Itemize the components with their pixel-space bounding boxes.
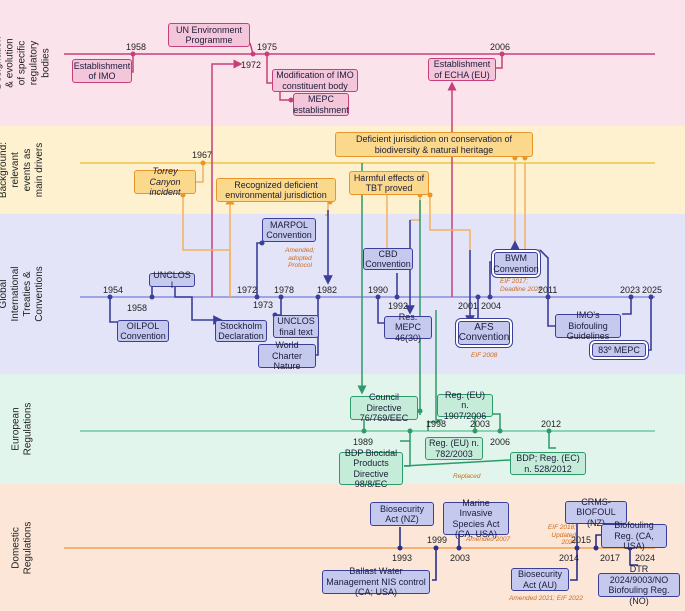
note-biosecurity-au: Amended 2021; EIF 2022: [509, 595, 583, 602]
year-1975-reg: 1975: [257, 42, 278, 52]
note-marpol: Amended; adopted Protocol: [285, 247, 315, 269]
year-2015: 2015: [571, 535, 592, 545]
box-bwm: BWM Convention: [493, 252, 539, 275]
box-stockholm: Stockholm Declaration: [215, 320, 267, 342]
year-2017: 2017: [600, 553, 621, 563]
note-crms: EIF 2018; Updated 2024: [547, 524, 576, 546]
year-1998: 1998: [426, 419, 447, 429]
box-reg-782: Reg. (EU) n. 782/2003: [425, 437, 483, 460]
year-1954: 1954: [103, 285, 124, 295]
year-2004: 2004: [481, 301, 502, 311]
box-unclos-i: UNCLOS I: [149, 270, 195, 290]
box-biodiversity: Deficient jurisdiction on conservation o…: [335, 132, 533, 157]
box-council-directive: Council Directive 76/769/EEC: [350, 392, 418, 423]
year-1978: 1978: [274, 285, 295, 295]
box-afs: AFS Convention: [458, 321, 510, 345]
year-1972-reg: 1972: [241, 60, 262, 70]
box-res-mepc: Res. MEPC 46(30): [384, 312, 432, 343]
year-1972-global: 1972: [237, 285, 258, 295]
note-replaced: Replaced: [453, 473, 481, 480]
box-establishment-imo: Establishment of IMO: [72, 59, 132, 83]
box-biosecurity-au: Biosecurity Act (AU): [511, 568, 569, 591]
note-afs: EIF 2008: [471, 352, 498, 359]
box-recognized-deficient: Recognized deficient environmental juris…: [216, 178, 336, 202]
box-unclos-final: UNCLOS final text: [273, 315, 319, 338]
year-2003-eu: 2003: [470, 419, 491, 429]
box-oilpol: OILPOL Convention: [117, 320, 169, 342]
box-mepc-establishment: MEPC establishment: [293, 93, 349, 116]
year-1958-global: 1958: [127, 303, 148, 313]
box-torrey-canyon: Torrey Canyon incident: [134, 166, 196, 197]
box-marpol: MARPOL Convention: [262, 218, 316, 242]
box-unep: UN Environment Programme: [168, 23, 250, 47]
year-2023: 2023: [620, 285, 641, 295]
box-83-mepc: 83º MEPC: [592, 343, 646, 357]
box-cbd: CBD Convention: [363, 248, 413, 270]
year-1989: 1989: [353, 437, 374, 447]
year-2003-dom: 2003: [450, 553, 471, 563]
box-bdp-directive: BDP Biocidal Products Directive 98/8/EC: [339, 448, 403, 489]
box-echa: Establishment of ECHA (EU): [428, 58, 496, 81]
band-global: [0, 214, 685, 374]
year-1992: 1992: [388, 301, 409, 311]
year-2025: 2025: [642, 285, 663, 295]
year-1973: 1973: [253, 300, 274, 310]
year-2024: 2024: [635, 553, 656, 563]
year-1990: 1990: [368, 285, 389, 295]
box-tbt: Harmful effects of TBT proved: [349, 171, 429, 195]
note-marine: Amended 2007: [466, 536, 511, 543]
year-2006-eu: 2006: [490, 437, 511, 447]
box-biofouling-ca: Biofouling Reg. (CA, USA): [601, 520, 667, 551]
year-1967: 1967: [192, 150, 213, 160]
year-1958-reg: 1958: [126, 42, 147, 52]
box-crms-biofoul: CRMS-BIOFOUL (NZ): [565, 497, 627, 528]
note-bwm: EIF 2017; Deadline 2024: [500, 278, 542, 293]
box-bdp-regulation: BDP; Reg. (EC) n. 528/2012: [510, 452, 586, 475]
box-reg-1907: Reg. (EU) n. 1907/2006: [437, 390, 493, 421]
box-marine-invasive: Marine Invasive Species Act (CA, USA): [443, 498, 509, 539]
box-dtr: DTR 2024/9003/NO Biofouling Reg. (NO): [598, 564, 680, 606]
year-2011: 2011: [538, 285, 558, 295]
box-ballast-water: Ballast Water Management NIS control (CA…: [322, 566, 430, 597]
box-imo-biofouling: IMO's Biofouling Guidelines: [555, 310, 621, 341]
year-1982: 1982: [317, 285, 338, 295]
year-2014: 2014: [559, 553, 580, 563]
box-biosecurity-nz: Biosecurity Act (NZ): [370, 502, 434, 526]
box-world-charter: World Charter Nature: [258, 340, 316, 371]
box-imo-modification: Modification of IMO constituent body: [272, 69, 358, 92]
year-1999: 1999: [427, 535, 448, 545]
year-2012: 2012: [541, 419, 562, 429]
year-2001: 2001: [458, 301, 479, 311]
year-1993: 1993: [392, 553, 413, 563]
year-2006-reg: 2006: [490, 42, 511, 52]
